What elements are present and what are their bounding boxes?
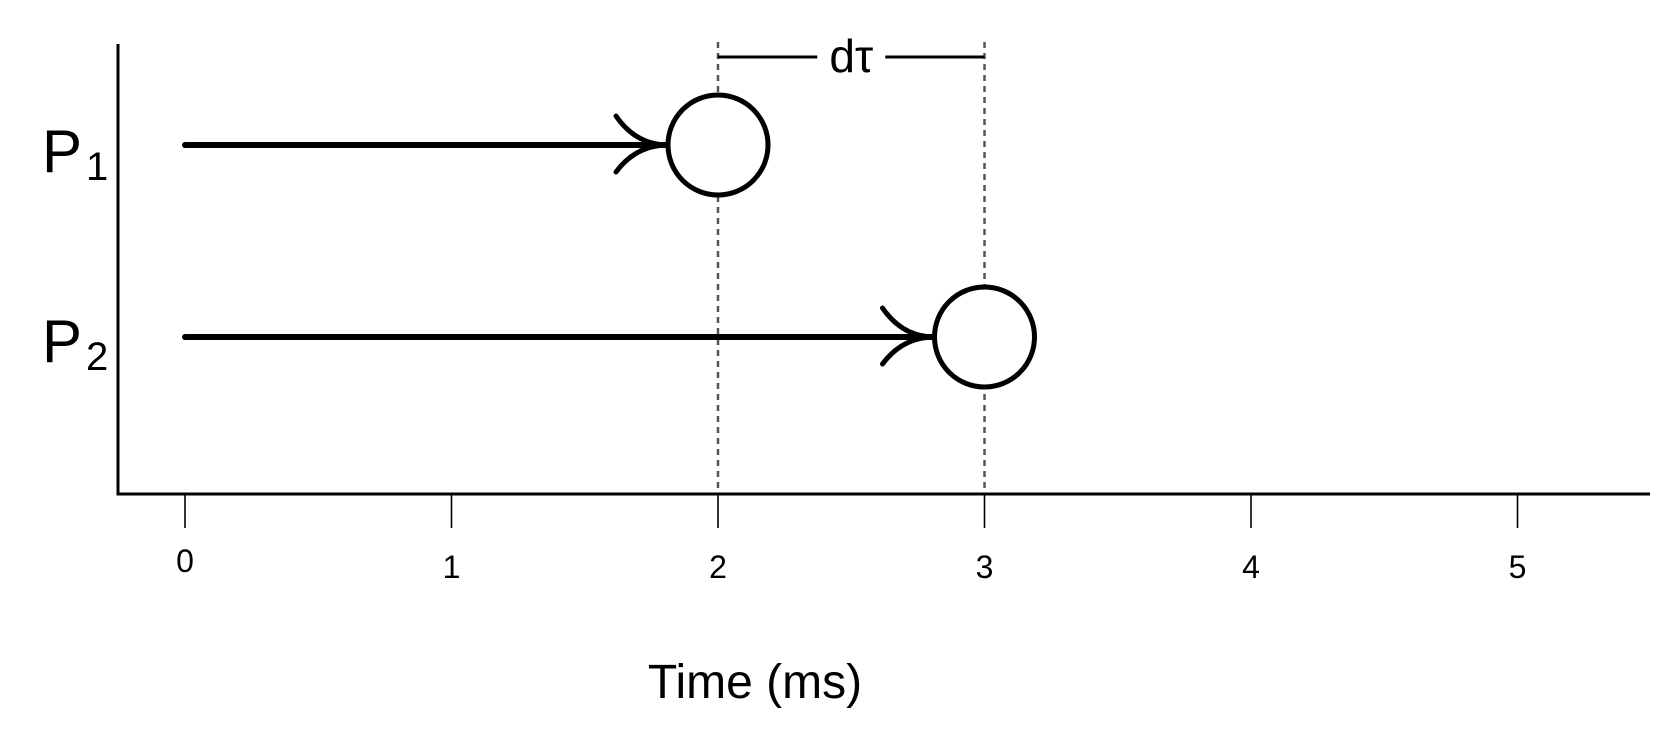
interval-marker: dτ <box>718 30 985 82</box>
spike-events <box>182 92 1037 390</box>
time-axis <box>116 44 1650 496</box>
tick-label-1: 1 <box>443 549 461 585</box>
event-circle-p1 <box>665 92 771 198</box>
tick-label-3: 3 <box>976 549 994 585</box>
x-axis-title: Time (ms) <box>648 656 862 709</box>
tick-label-4: 4 <box>1242 549 1260 585</box>
axis-ticks: 0 1 2 3 4 5 <box>176 494 1526 585</box>
tick-label-2: 2 <box>709 549 727 585</box>
guide-lines <box>716 42 986 494</box>
tick-label-0: 0 <box>176 543 194 579</box>
interval-label: dτ <box>829 30 873 82</box>
tick-label-5: 5 <box>1509 549 1527 585</box>
event-circle-p2 <box>932 284 1037 390</box>
